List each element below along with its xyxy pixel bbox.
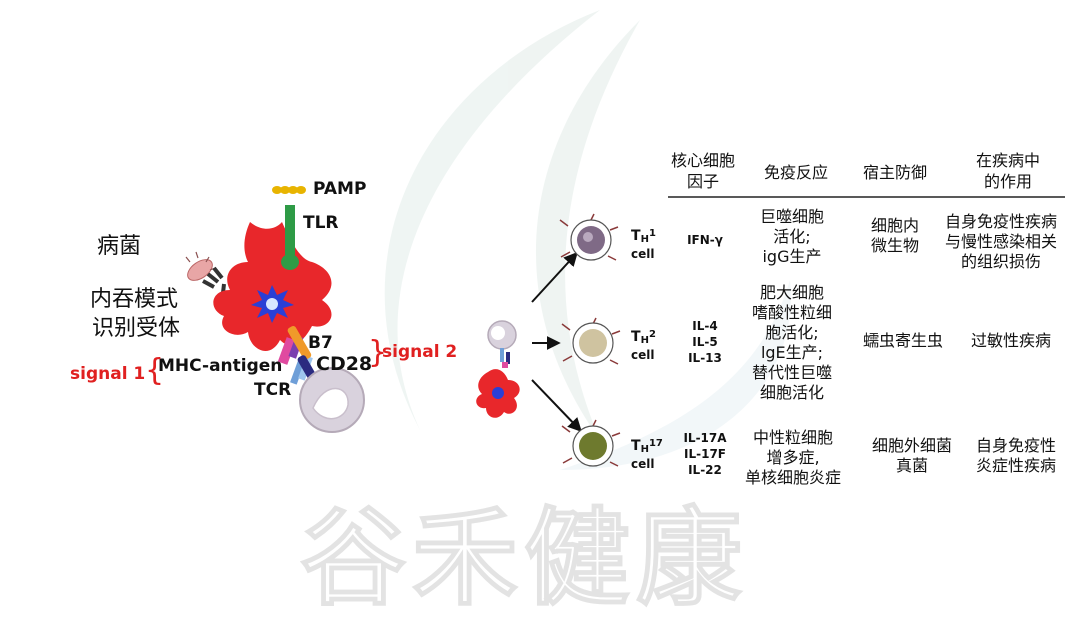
th2-cell-icon — [561, 317, 621, 365]
receptor-label-line2: 识别受体 — [92, 316, 181, 341]
th2-cytokines: IL-4 IL-5 IL-13 — [688, 319, 722, 365]
th17-defense: 细胞外细菌 真菌 — [871, 436, 952, 475]
small-t-cell — [487, 320, 517, 368]
header-disease: 在疾病中 的作用 — [975, 151, 1040, 191]
tlr-receptor-icon — [281, 205, 299, 270]
th2-cell-label: TH2 cell — [631, 329, 656, 362]
th1-defense: 细胞内 微生物 — [870, 216, 919, 255]
header-defense: 宿主防御 — [862, 163, 927, 182]
th1-response: 巨噬细胞 活化; igG生产 — [759, 207, 824, 266]
th1-cytokines: IFN-γ — [687, 233, 723, 247]
tcr-label: TCR — [254, 380, 292, 400]
arrow-th1 — [531, 251, 578, 303]
arrow-th17 — [531, 379, 582, 433]
th2-disease: 过敏性疾病 — [970, 331, 1051, 350]
th17-cell-label: TH17 cell — [631, 438, 663, 471]
t-cell — [299, 367, 365, 433]
th17-disease: 自身免疫性 炎症性疾病 — [975, 436, 1056, 475]
signal2-label: signal 2 — [382, 342, 458, 362]
receptor-label-line1: 内吞模式 — [90, 287, 179, 312]
th17-response: 中性粒细胞 增多症, 单核细胞炎症 — [744, 428, 841, 487]
cd28-label: CD28 — [316, 353, 373, 375]
th1-disease: 自身免疫性疾病 与慢性感染相关 的组织损伤 — [944, 212, 1057, 271]
header-response: 免疫反应 — [763, 163, 828, 182]
mhc-label: MHC-antigen — [158, 356, 283, 376]
th2-response: 肥大细胞 嗜酸性粒细 胞活化; lgE生产; 替代性巨噬 细胞活化 — [751, 283, 832, 402]
pamp-chain-icon — [272, 186, 306, 194]
pattern-receptor-icon — [202, 266, 226, 303]
bacterium-icon — [185, 251, 216, 281]
th17-cytokines: IL-17A IL-17F IL-22 — [683, 431, 727, 477]
tlr-label: TLR — [303, 213, 339, 233]
header-cytokine: 核心细胞 因子 — [670, 151, 735, 191]
small-dendritic-cell — [476, 369, 520, 418]
th1-cell-icon — [559, 213, 619, 261]
pamp-label: PAMP — [313, 179, 367, 199]
signal1-label: signal 1 — [70, 364, 146, 384]
b7-label: B7 — [308, 333, 333, 353]
th17-cell-icon — [561, 419, 621, 467]
signal2-brace: } — [368, 335, 388, 370]
pathogen-label: 病菌 — [97, 234, 142, 259]
th2-defense: 蠕虫寄生虫 — [862, 331, 943, 350]
signal1-brace: { — [145, 353, 165, 388]
watermark-text: 谷禾健康 — [299, 497, 748, 620]
th1-cell-label: TH1 cell — [631, 228, 656, 261]
watermark-logo — [384, 10, 791, 470]
